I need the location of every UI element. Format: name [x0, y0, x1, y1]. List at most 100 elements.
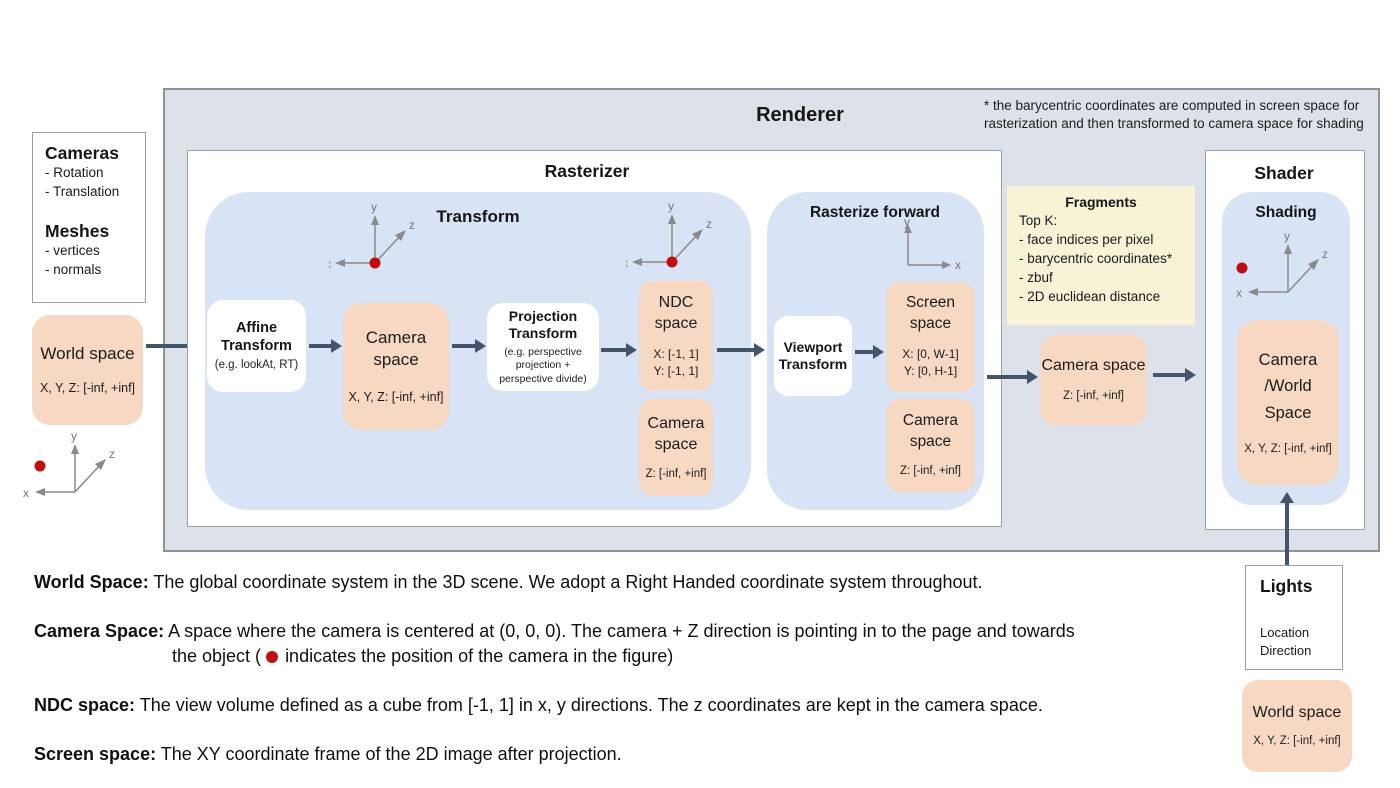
ndc-space-range-y: Y: [-1, 1] — [653, 364, 699, 379]
inputs-box: Cameras - Rotation - Translation Meshes … — [32, 132, 146, 303]
axis-label-x: x — [1236, 286, 1242, 300]
camera-world-space-title: Camera /World Space — [1258, 351, 1318, 422]
rasterizer-title: Rasterizer — [544, 161, 630, 181]
rasterize-forward-title: Rasterize forward — [809, 204, 941, 221]
fragments-box: Fragments Top K: - face indices per pixe… — [1007, 186, 1195, 325]
renderer-title: Renderer — [756, 104, 844, 126]
camera-axes-icon: y z x — [329, 200, 415, 271]
meshes-item-normals: - normals — [45, 261, 102, 277]
shading-axes-icon: y z x — [1236, 229, 1328, 300]
flow-arrow-4 — [717, 342, 765, 357]
world-space-input-box: World space X, Y, Z: [-inf, +inf] — [32, 315, 143, 425]
camera-space-1-range: X, Y, Z: [-inf, +inf] — [348, 390, 444, 405]
affine-transform-box: Affine Transform (e.g. lookAt, RT) — [207, 300, 306, 392]
shader-title: Shader — [1254, 163, 1314, 183]
lights-box: Lights Location Direction — [1245, 565, 1343, 670]
camera-space-output-range: Z: [-inf, +inf] — [1062, 389, 1125, 402]
flow-arrow-5 — [855, 344, 884, 359]
ndc-space-title: NDC space — [654, 293, 698, 333]
world-space-input-title: World space — [40, 343, 135, 363]
axis-label-y: y — [668, 199, 674, 213]
lights-item-direction: Direction — [1260, 643, 1312, 659]
camera-space-box-1: Camera space X, Y, Z: [-inf, +inf] — [343, 303, 449, 430]
camera-space-2-range: Z: [-inf, +inf] — [645, 467, 707, 480]
axis-label-x: x — [626, 256, 628, 270]
viewport-transform-title: Viewport Transform — [778, 338, 848, 373]
transform-title: Transform — [436, 207, 520, 226]
axis-label-z: z — [706, 217, 712, 231]
world-space-lights-box: World space X, Y, Z: [-inf, +inf] — [1242, 680, 1352, 772]
camera-world-space-box: Camera /World Space X, Y, Z: [-inf, +inf… — [1237, 320, 1339, 485]
cameras-item-translation: - Translation — [45, 183, 120, 199]
axis-label-y: y — [1284, 229, 1290, 243]
camera-world-space-range: X, Y, Z: [-inf, +inf] — [1244, 443, 1332, 456]
axis-label-y: y — [71, 429, 77, 443]
definition-camera-space-line2: the object ( indicates the position of th… — [172, 646, 673, 667]
axis-label-z: z — [409, 218, 415, 232]
barycentric-note: * the barycentric coordinates are comput… — [984, 97, 1374, 132]
camera-space-output-box: Camera space Z: [-inf, +inf] — [1040, 335, 1147, 425]
flow-arrow-7 — [1153, 367, 1196, 382]
flow-arrow-2 — [452, 338, 486, 353]
meshes-title: Meshes — [45, 220, 110, 241]
axis-label-x: x — [329, 257, 331, 271]
definition-screen-space-text: The XY coordinate frame of the 2D image … — [160, 744, 622, 764]
screen-space-range-y: Y: [0, H-1] — [903, 364, 958, 379]
fragments-item-barycentric: - barycentric coordinates* — [1019, 250, 1173, 266]
flow-arrow-lights — [1279, 492, 1294, 565]
definition-camera-space-text2a: the object ( — [172, 646, 262, 666]
note-line-1: * the barycentric coordinates are comput… — [984, 98, 1360, 113]
fragments-item-euclidean: - 2D euclidean distance — [1019, 288, 1161, 304]
fragments-topk: Top K: — [1019, 213, 1058, 228]
shading-title: Shading — [1255, 204, 1317, 221]
meshes-item-vertices: - vertices — [45, 242, 100, 258]
world-space-input-range: X, Y, Z: [-inf, +inf] — [39, 380, 136, 395]
lights-title: Lights — [1260, 576, 1313, 596]
camera-space-1-title: Camera space — [365, 327, 427, 370]
axis-label-z: z — [1322, 247, 1328, 261]
screen-space-range-x: X: [0, W-1] — [902, 347, 959, 362]
axis-label-x: x — [955, 258, 961, 272]
affine-transform-title: Affine Transform — [221, 319, 292, 355]
camera-space-output-title: Camera space — [1041, 357, 1146, 375]
projection-transform-subtitle: (e.g. perspective projection + perspecti… — [499, 345, 587, 385]
fragments-item-face-indices: - face indices per pixel — [1019, 231, 1154, 247]
flow-arrow-input — [146, 338, 202, 353]
definition-ndc-space-text: The view volume defined as a cube from [… — [139, 695, 1043, 715]
lights-item-location: Location — [1260, 625, 1310, 640]
screen-space-box: Screen space X: [0, W-1] Y: [0, H-1] — [886, 282, 975, 392]
definition-screen-space: Screen space: The XY coordinate frame of… — [34, 744, 622, 765]
camera-position-dot-icon — [266, 651, 279, 663]
viewport-transform-box: Viewport Transform — [774, 316, 852, 396]
ndc-space-range-x: X: [-1, 1] — [653, 346, 699, 361]
axis-label-z: z — [109, 447, 115, 461]
definition-world-space-text: The global coordinate system in the 3D s… — [153, 572, 983, 592]
world-axes-icon: y z x — [23, 429, 115, 500]
definition-camera-space-text2b: indicates the position of the camera in … — [285, 646, 674, 666]
flow-arrow-6 — [987, 369, 1038, 384]
definition-world-space-term: World Space: — [34, 572, 149, 592]
camera-space-3-title: Camera space — [902, 412, 959, 451]
camera-space-box-2: Camera space Z: [-inf, +inf] — [639, 399, 713, 496]
note-line-2: rasterization and then transformed to ca… — [984, 115, 1364, 131]
fragments-title: Fragments — [1065, 194, 1137, 210]
ndc-space-box: NDC space X: [-1, 1] Y: [-1, 1] — [639, 281, 713, 391]
definition-screen-space-term: Screen space: — [34, 744, 157, 764]
axis-label-y: y — [371, 200, 377, 214]
definition-ndc-space: NDC space: The view volume defined as a … — [34, 695, 1043, 716]
screen-axes-icon: y x — [904, 217, 961, 272]
world-space-lights-range: X, Y, Z: [-inf, +inf] — [1253, 735, 1341, 748]
cameras-item-rotation: - Rotation — [45, 165, 104, 180]
affine-transform-subtitle: (e.g. lookAt, RT) — [214, 359, 299, 372]
camera-space-box-3: Camera space Z: [-inf, +inf] — [886, 399, 975, 492]
definition-camera-space-text: A space where the camera is centered at … — [168, 621, 1075, 641]
projection-transform-box: Projection Transform (e.g. perspective p… — [487, 303, 599, 391]
axis-label-y: y — [904, 217, 910, 229]
camera-space-2-title: Camera space — [647, 414, 705, 454]
flow-arrow-3 — [601, 342, 637, 357]
fragments-item-zbuf: - zbuf — [1019, 269, 1053, 285]
screen-space-title: Screen space — [905, 294, 956, 333]
definition-camera-space-term: Camera Space: — [34, 621, 165, 641]
projection-transform-title: Projection Transform — [508, 307, 578, 342]
